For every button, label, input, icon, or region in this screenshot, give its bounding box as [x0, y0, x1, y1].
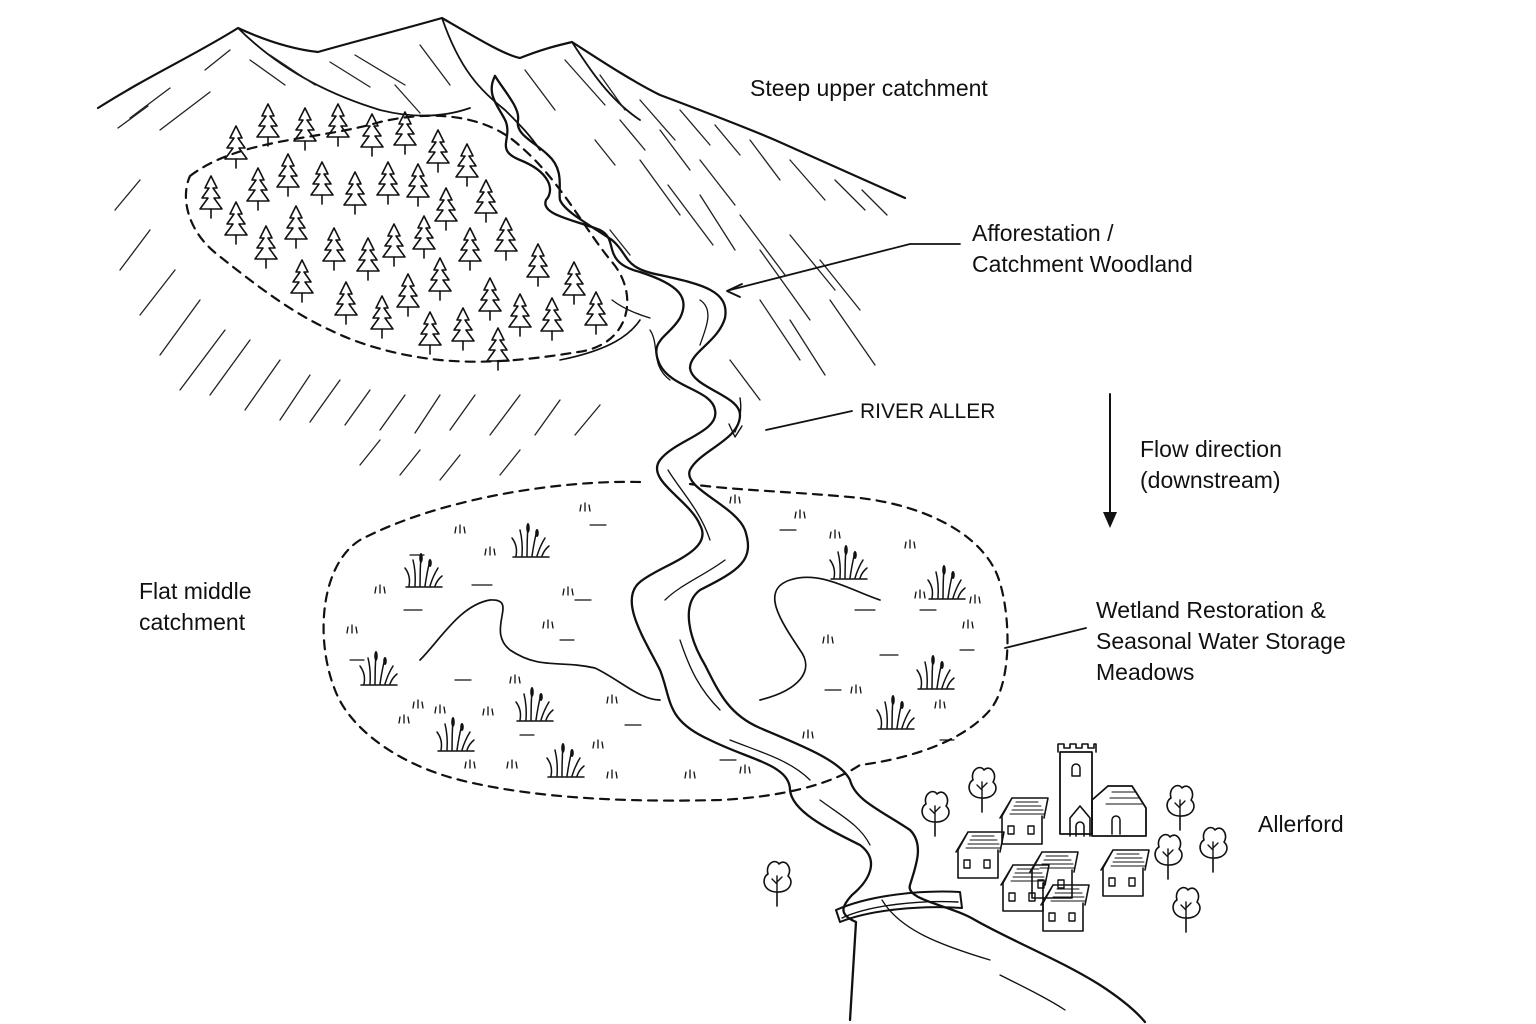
label-flow-line1: Flow direction: [1140, 436, 1282, 462]
label-flow-direction: Flow direction (downstream): [1140, 434, 1282, 496]
label-upper-catchment: Steep upper catchment: [750, 75, 988, 101]
upper-hills: [96, 16, 907, 361]
conifer-tree-icon: [199, 103, 608, 371]
label-middle-line1: Flat middle: [139, 578, 252, 604]
deciduous-tree-icon: [763, 766, 1228, 933]
label-woodland-line2: Catchment Woodland: [972, 251, 1193, 277]
flow-arrow-icon: [1103, 393, 1117, 528]
woodland-area: [184, 103, 629, 371]
label-woodland: Afforestation / Catchment Woodland: [972, 218, 1193, 280]
allerford-village: [763, 743, 1228, 933]
label-woodland-line1: Afforestation /: [972, 220, 1114, 246]
label-wetland: Wetland Restoration & Seasonal Water Sto…: [1096, 595, 1346, 688]
bridge-icon: [835, 890, 963, 923]
label-river: RIVER ALLER: [860, 400, 996, 423]
label-allerford: Allerford: [1258, 811, 1344, 837]
label-wetland-line2: Seasonal Water Storage: [1096, 628, 1346, 654]
marsh-grass: [346, 494, 981, 779]
reed-clump-icon: [359, 522, 966, 778]
label-middle-catchment: Flat middle catchment: [139, 576, 251, 638]
hill-hatching: [114, 44, 888, 481]
label-flow-line2: (downstream): [1140, 467, 1281, 493]
river-aller: [490, 74, 1147, 1024]
label-wetland-line1: Wetland Restoration &: [1096, 597, 1326, 623]
wetland-area: [322, 480, 1009, 802]
leader-lines: [726, 243, 1087, 649]
label-middle-line2: catchment: [139, 609, 246, 635]
label-wetland-line3: Meadows: [1096, 659, 1195, 685]
church-icon: [1057, 743, 1147, 837]
